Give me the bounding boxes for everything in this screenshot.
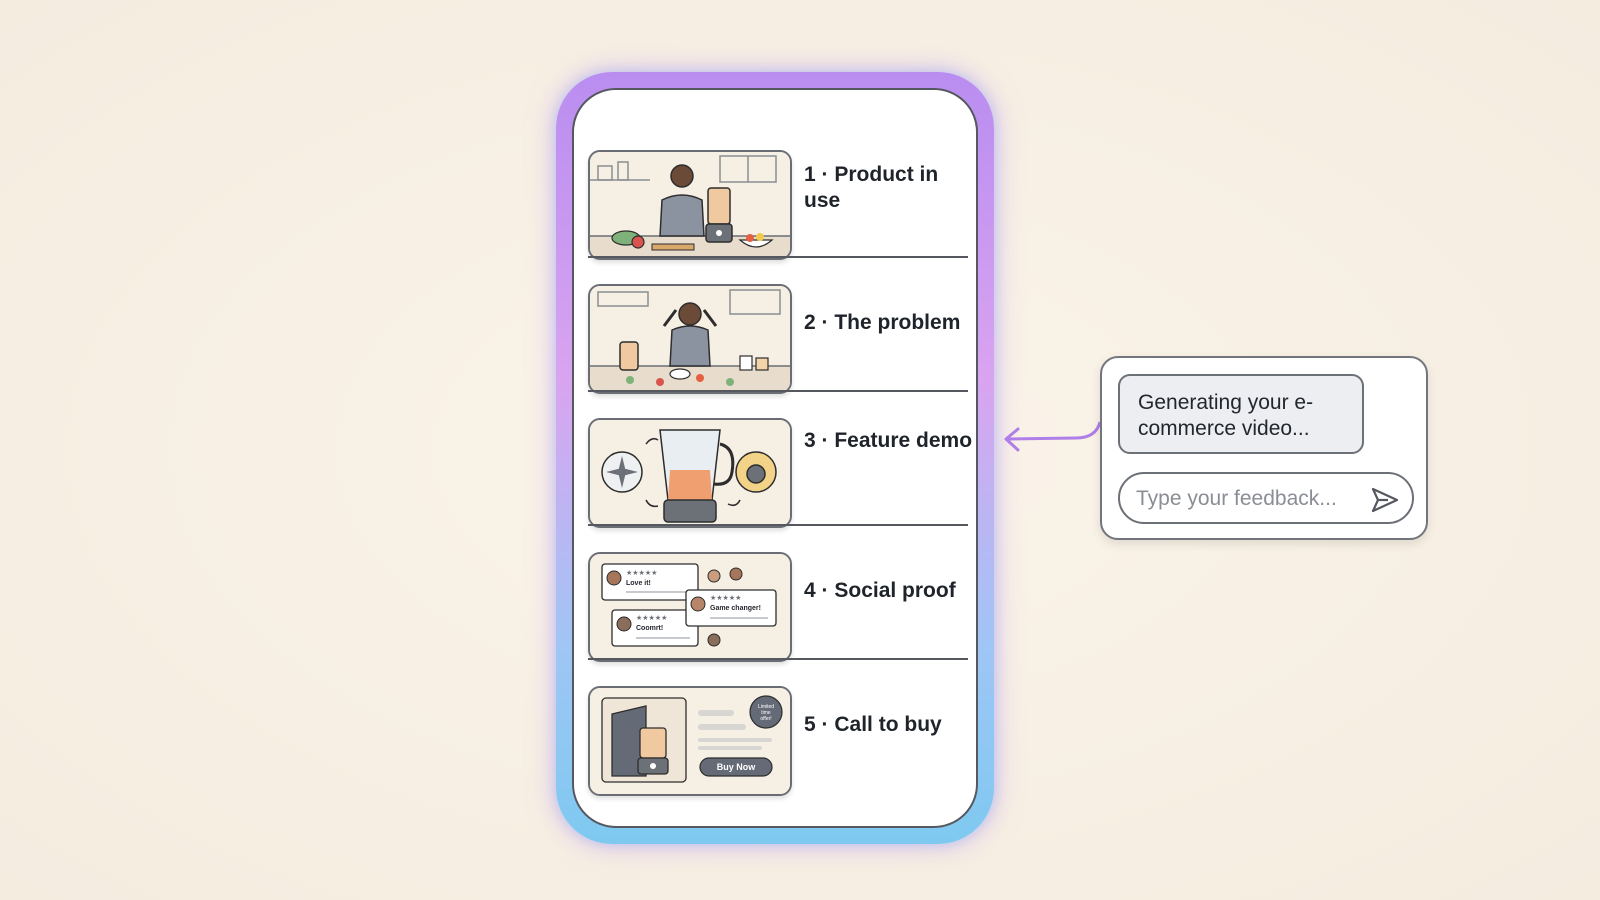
reviews-icon: ★★★★★ Love it! ★★★★★ Coomrt! ★★★★★ Game …: [590, 554, 790, 660]
scene-4-thumbnail[interactable]: ★★★★★ Love it! ★★★★★ Coomrt! ★★★★★ Game …: [588, 552, 792, 662]
buy-now-icon: Limited time offer! Buy Now: [590, 688, 790, 794]
scene-divider: [588, 256, 968, 258]
scene-divider: [588, 658, 968, 660]
scene-5-label: 5 · Call to buy: [804, 712, 974, 738]
buy-now-button-shape: [699, 757, 773, 777]
scene-4[interactable]: ★★★★★ Love it! ★★★★★ Coomrt! ★★★★★ Game …: [588, 536, 968, 668]
chat-panel: Generating your e-commerce video...: [1100, 356, 1428, 540]
scene-divider: [588, 524, 968, 526]
feedback-field[interactable]: [1118, 472, 1414, 524]
scene-3-number: 3 ·: [804, 429, 829, 452]
scene-4-label: 4 · Social proof: [804, 578, 974, 604]
scene-divider: [588, 390, 968, 392]
scene-5-number: 5 ·: [804, 713, 829, 736]
scene-1-thumbnail[interactable]: [588, 150, 792, 260]
scene-2-thumbnail[interactable]: [588, 284, 792, 394]
scene-1[interactable]: 1 · Product in use: [588, 134, 968, 266]
storyboard-screen: 1 · Product in use: [572, 88, 978, 828]
messy-kitchen-icon: [590, 286, 790, 392]
buy-now-button-label: Buy Now: [717, 762, 757, 772]
scene-1-label: 1 · Product in use: [804, 162, 974, 214]
scene-5-thumbnail[interactable]: Limited time offer! Buy Now: [588, 686, 792, 796]
review-1-text: Love it!: [626, 580, 651, 587]
scene-2[interactable]: 2 · The problem: [588, 268, 968, 400]
scene-3[interactable]: 3 · Feature demo: [588, 402, 972, 534]
blender-feature-icon: [590, 420, 790, 526]
scene-3-title: Feature demo: [834, 429, 973, 452]
offer-badge-line3: offer!: [760, 716, 771, 722]
scene-2-number: 2 ·: [804, 311, 829, 334]
connector-arrow-icon: [1004, 421, 1102, 452]
offer-badge-line1: Limited: [758, 704, 774, 710]
review-3-stars: ★★★★★: [636, 614, 667, 622]
review-2-stars: ★★★★★: [710, 594, 741, 602]
scene-5-title: Call to buy: [834, 713, 942, 736]
scene-4-title: Social proof: [834, 579, 956, 602]
scene-1-number: 1 ·: [804, 163, 829, 186]
send-icon[interactable]: [1370, 486, 1400, 514]
scene-5[interactable]: Limited time offer! Buy Now 5 · Call to …: [588, 670, 968, 802]
scene-2-label: 2 · The problem: [804, 310, 974, 336]
review-2-text: Game changer!: [710, 605, 761, 612]
feedback-input[interactable]: [1136, 484, 1366, 514]
scene-1-title: Product in use: [804, 163, 939, 212]
review-3-text: Coomrt!: [636, 625, 663, 632]
review-1-stars: ★★★★★: [626, 569, 657, 577]
scene-3-label: 3 · Feature demo: [804, 428, 974, 454]
scene-3-thumbnail[interactable]: [588, 418, 792, 528]
scene-2-title: The problem: [834, 311, 961, 334]
generation-status-bubble: Generating your e-commerce video...: [1118, 374, 1364, 454]
scene-4-number: 4 ·: [804, 579, 829, 602]
offer-badge-line2: time: [761, 710, 771, 716]
phone-frame: 1 · Product in use: [556, 72, 994, 844]
kitchen-blender-icon: [590, 152, 790, 258]
